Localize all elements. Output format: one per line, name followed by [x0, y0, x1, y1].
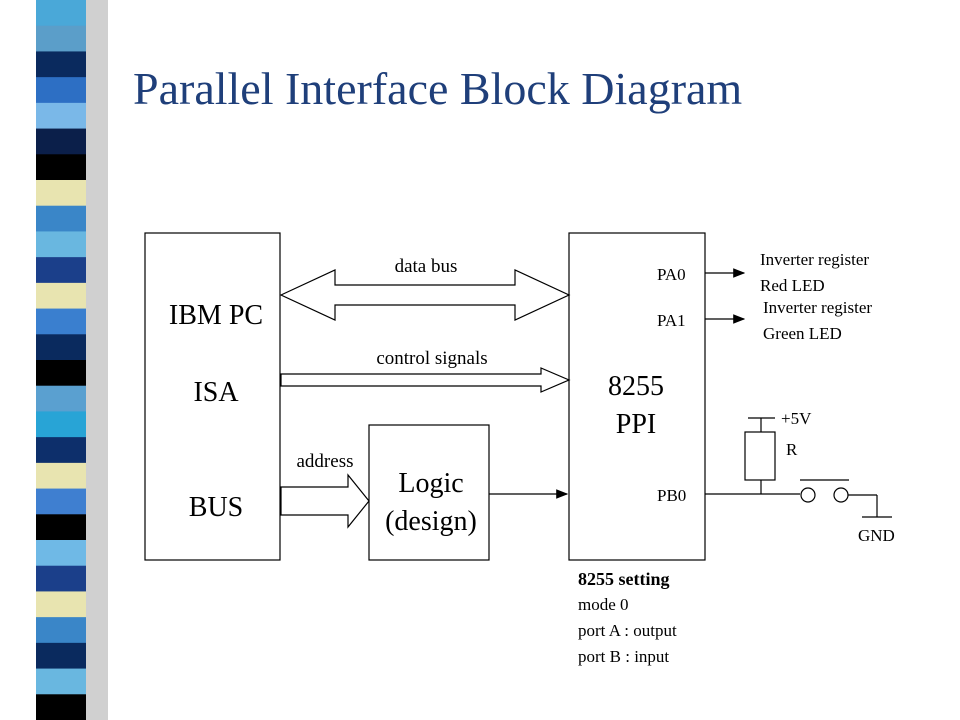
logic-block-line-1: Logic	[398, 468, 463, 499]
pa1-output-line-1: Inverter register	[763, 298, 872, 317]
ground-label: GND	[858, 526, 895, 545]
stripe-segment	[36, 180, 86, 207]
stripe-segment	[36, 591, 86, 618]
settings-line-port-a: port A : output	[578, 621, 677, 640]
stripe-segment	[36, 77, 86, 104]
stripe-segment	[36, 102, 86, 130]
stripe-segment	[36, 617, 86, 644]
settings-line-port-b: port B : input	[578, 647, 670, 666]
stripe-segment	[36, 231, 86, 258]
push-switch-symbol	[800, 479, 849, 503]
data-bus-label: data bus	[395, 256, 458, 277]
stripe-segment	[36, 462, 86, 490]
stripe-segment	[36, 360, 86, 387]
control-signals-arrow: control signals	[280, 348, 571, 393]
stripe-segment	[36, 565, 86, 592]
logic-block-line-2: (design)	[385, 506, 477, 537]
pc-isa-bus-block: IBM PC ISA BUS	[144, 232, 281, 561]
stripe-segment	[36, 25, 86, 52]
pa1-output-line-2: Green LED	[763, 324, 842, 343]
stripe-segment	[36, 128, 86, 155]
stripe-segment	[36, 385, 86, 412]
settings-heading: 8255 setting	[578, 569, 670, 589]
stripe-segment	[36, 411, 86, 438]
address-label: address	[297, 451, 354, 472]
data-bus-arrow: data bus	[279, 256, 571, 321]
ppi-settings-notes: 8255 setting mode 0 port A : output port…	[578, 566, 677, 670]
stripe-segment	[36, 668, 86, 695]
stripe-segment	[36, 334, 86, 361]
resistor-symbol	[744, 431, 776, 481]
stripe-segment	[36, 488, 86, 515]
port-pa0-label: PA0	[657, 265, 686, 284]
settings-line-mode: mode 0	[578, 595, 629, 614]
stripe-segment	[36, 205, 86, 232]
stripe-segment	[36, 282, 86, 310]
control-signals-label: control signals	[376, 348, 487, 369]
port-pa1-label: PA1	[657, 311, 686, 330]
decorative-stripe-bar	[36, 0, 108, 720]
address-arrow: address	[280, 451, 370, 529]
pa0-output-line-2: Red LED	[760, 276, 825, 295]
pc-block-line-2: ISA	[193, 377, 239, 408]
stripe-segment	[36, 51, 86, 78]
stripe-segment	[36, 308, 86, 335]
stripe-segment	[36, 514, 86, 541]
stripe-segment	[36, 257, 86, 284]
stripe-segment	[36, 0, 86, 27]
pa0-output-line-1: Inverter register	[760, 250, 869, 269]
stripe-segment	[36, 154, 86, 181]
ppi-block-line-2: PPI	[616, 409, 656, 440]
logic-design-block: Logic (design)	[368, 424, 490, 561]
stripe-segment	[36, 437, 86, 464]
ppi-block-line-1: 8255	[608, 371, 664, 402]
ppi-8255-block: 8255 PPI PA0 PA1 PB0	[568, 232, 706, 561]
port-pb0-label: PB0	[657, 486, 686, 505]
stripe-segment	[36, 694, 86, 720]
vcc-label: +5V	[781, 409, 812, 428]
slide-title: Parallel Interface Block Diagram	[133, 63, 743, 114]
stripe-segment	[36, 642, 86, 670]
pc-block-line-3: BUS	[189, 492, 243, 523]
stripe-segment	[36, 540, 86, 567]
switch-circuit: +5V R GND	[705, 409, 895, 545]
pc-block-line-1: IBM PC	[169, 300, 263, 331]
stripe-shadow	[84, 0, 108, 720]
resistor-label: R	[786, 440, 798, 459]
